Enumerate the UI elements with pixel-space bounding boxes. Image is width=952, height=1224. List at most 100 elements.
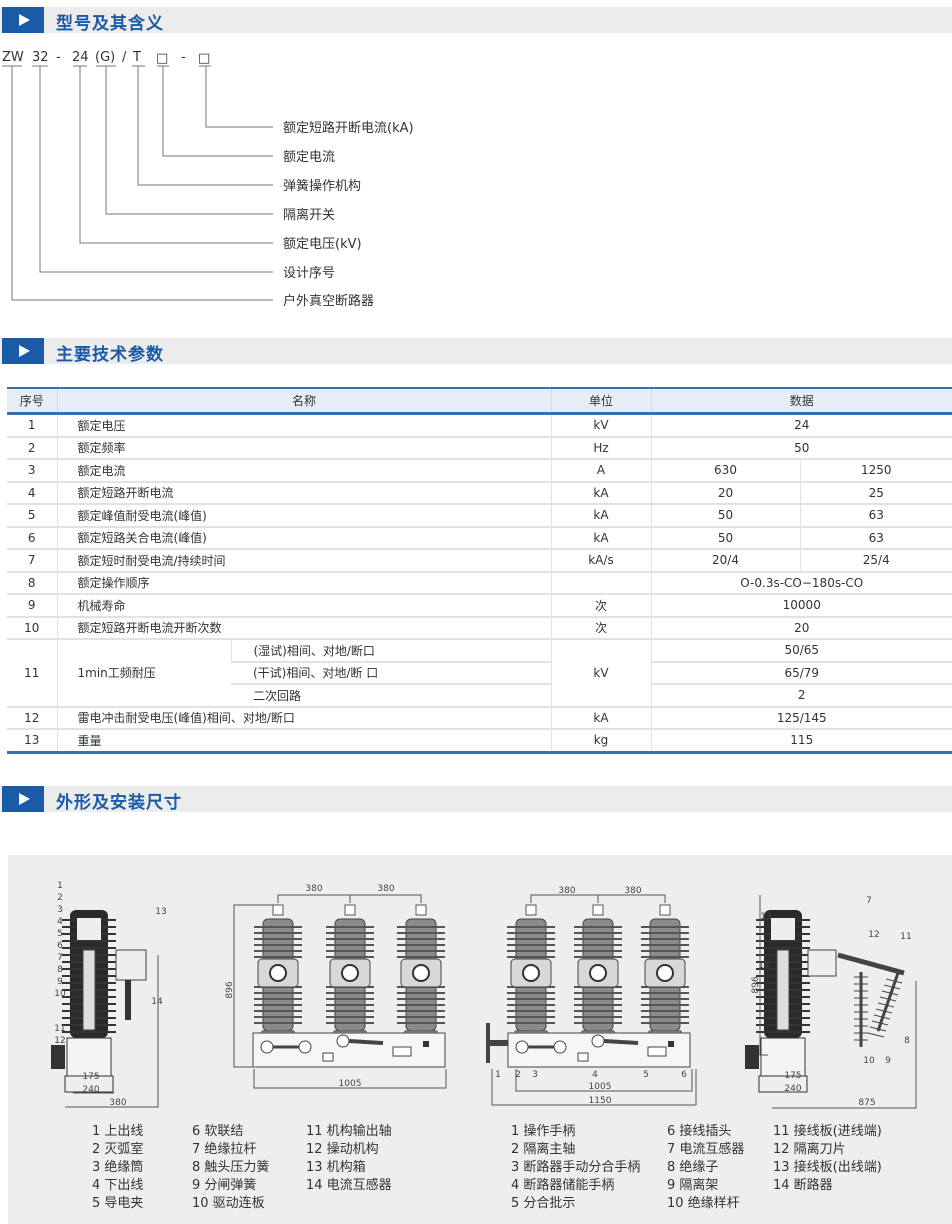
mechanism-box <box>66 1037 112 1077</box>
dimension-label: 2 <box>57 893 63 903</box>
cell-name: 额定频率 <box>56 436 551 460</box>
cell-value: 50 <box>650 436 952 460</box>
legend-item: 4 断路器储能手柄 <box>511 1178 615 1193</box>
meaning-label: 户外真空断路器 <box>283 293 374 309</box>
meaning-label: 额定电压(kV) <box>283 237 362 252</box>
legend-item: 9 隔离架 <box>667 1178 719 1193</box>
cell-unit: 次 <box>550 594 651 618</box>
contact-ring <box>589 964 607 982</box>
dimension-label: 9 <box>885 1056 891 1066</box>
cell-value: O-0.3s-CO−180s-CO <box>650 571 952 595</box>
cell-unit: kA <box>550 706 651 730</box>
cell-no: 5 <box>7 504 57 528</box>
insulating-rod <box>82 949 96 1031</box>
shed <box>871 1020 889 1026</box>
shed <box>869 1026 887 1032</box>
legend-item: 5 导电夹 <box>92 1196 144 1211</box>
contact-ring <box>412 964 430 982</box>
dimension-label: 1005 <box>339 1079 362 1089</box>
code-part: □ <box>198 51 210 66</box>
terminal <box>344 904 356 916</box>
cell-value: 20 <box>650 616 952 640</box>
dimension-label: 10 <box>863 1056 875 1066</box>
shed <box>879 996 897 1002</box>
shed <box>883 984 901 990</box>
cell-no: 11 <box>7 639 57 708</box>
dimension-label: 380 <box>109 1098 126 1108</box>
dimension-label: 6 <box>681 1070 687 1080</box>
terminal <box>415 904 427 916</box>
cell-no: 7 <box>7 549 57 573</box>
play-arrow-icon <box>2 786 44 812</box>
shed <box>877 1002 895 1008</box>
dimension-label: 5 <box>643 1070 649 1080</box>
cell-unit: kA <box>550 526 651 550</box>
box-door <box>745 1045 759 1069</box>
contact-ring <box>269 964 287 982</box>
code-part: - <box>181 50 186 65</box>
legend-item: 10 驱动连板 <box>192 1196 265 1211</box>
meaning-label: 弹簧操作机构 <box>283 178 361 194</box>
dimension-label: 6 <box>57 941 63 951</box>
shaft <box>260 1040 274 1054</box>
legend-item: 14 断路器 <box>773 1178 833 1193</box>
cell-value-2: 25 <box>799 481 952 505</box>
cell-name: 额定短路开断电流开断次数 <box>56 616 551 640</box>
model-code-diagram: ZW 32 - 24 (G) / T □ - □ 额定短路开断电流(kA) 额定… <box>2 50 414 309</box>
cell-value-1: 50 <box>650 526 800 550</box>
cell-value: 115 <box>650 729 952 754</box>
dimension-label: 13 <box>155 907 166 917</box>
cell-unit: kg <box>550 729 651 754</box>
dimension-label: 4 <box>57 917 63 927</box>
code-part: / <box>122 50 127 65</box>
isolating-blade <box>837 952 905 976</box>
dimension-label: 240 <box>82 1085 99 1095</box>
cell-no: 4 <box>7 481 57 505</box>
code-part: T <box>132 50 141 65</box>
cell-no: 12 <box>7 706 57 730</box>
cell-value-2: 25/4 <box>799 549 952 573</box>
shaft <box>336 1034 350 1048</box>
plug <box>423 1041 429 1047</box>
cell-name: 重量 <box>56 729 551 754</box>
legend-item: 13 接线板(出线端) <box>773 1160 882 1175</box>
play-arrow-icon <box>2 338 44 364</box>
col-unit: 单位 <box>550 387 651 415</box>
handle <box>603 1039 639 1045</box>
cell-name: 额定短路关合电流(峰值) <box>56 526 551 550</box>
cell-value-2: 63 <box>799 504 952 528</box>
cell-unit: kV <box>550 639 651 708</box>
section-header-model: 型号及其含义 <box>0 7 952 34</box>
dimension-line <box>233 904 276 1068</box>
cell-unit: A <box>550 459 651 483</box>
legend-item: 13 机构箱 <box>306 1160 366 1175</box>
section-title: 外形及安装尺寸 <box>56 793 182 813</box>
indicator <box>322 1052 334 1062</box>
legend-item: 10 绝缘样杆 <box>667 1196 740 1211</box>
legend-item: 8 绝缘子 <box>667 1160 719 1175</box>
cell-value: 50/65 <box>650 639 952 663</box>
cell-subname: (干试)相间、对地/断 口 <box>231 661 551 685</box>
legend-item: 7 绝缘拉杆 <box>192 1142 257 1157</box>
insulator-post <box>876 972 900 1032</box>
cell-value-1: 20/4 <box>650 549 800 573</box>
terminal <box>272 904 284 916</box>
cell-value-1: 630 <box>650 459 800 483</box>
dimension-label: 1 <box>495 1070 501 1080</box>
dimension-label: 380 <box>377 884 394 894</box>
cell-value: 125/145 <box>650 706 952 730</box>
dimension-label: 875 <box>858 1098 875 1108</box>
legend-item: 12 操动机构 <box>306 1142 379 1157</box>
cell-value-2: 1250 <box>799 459 952 483</box>
